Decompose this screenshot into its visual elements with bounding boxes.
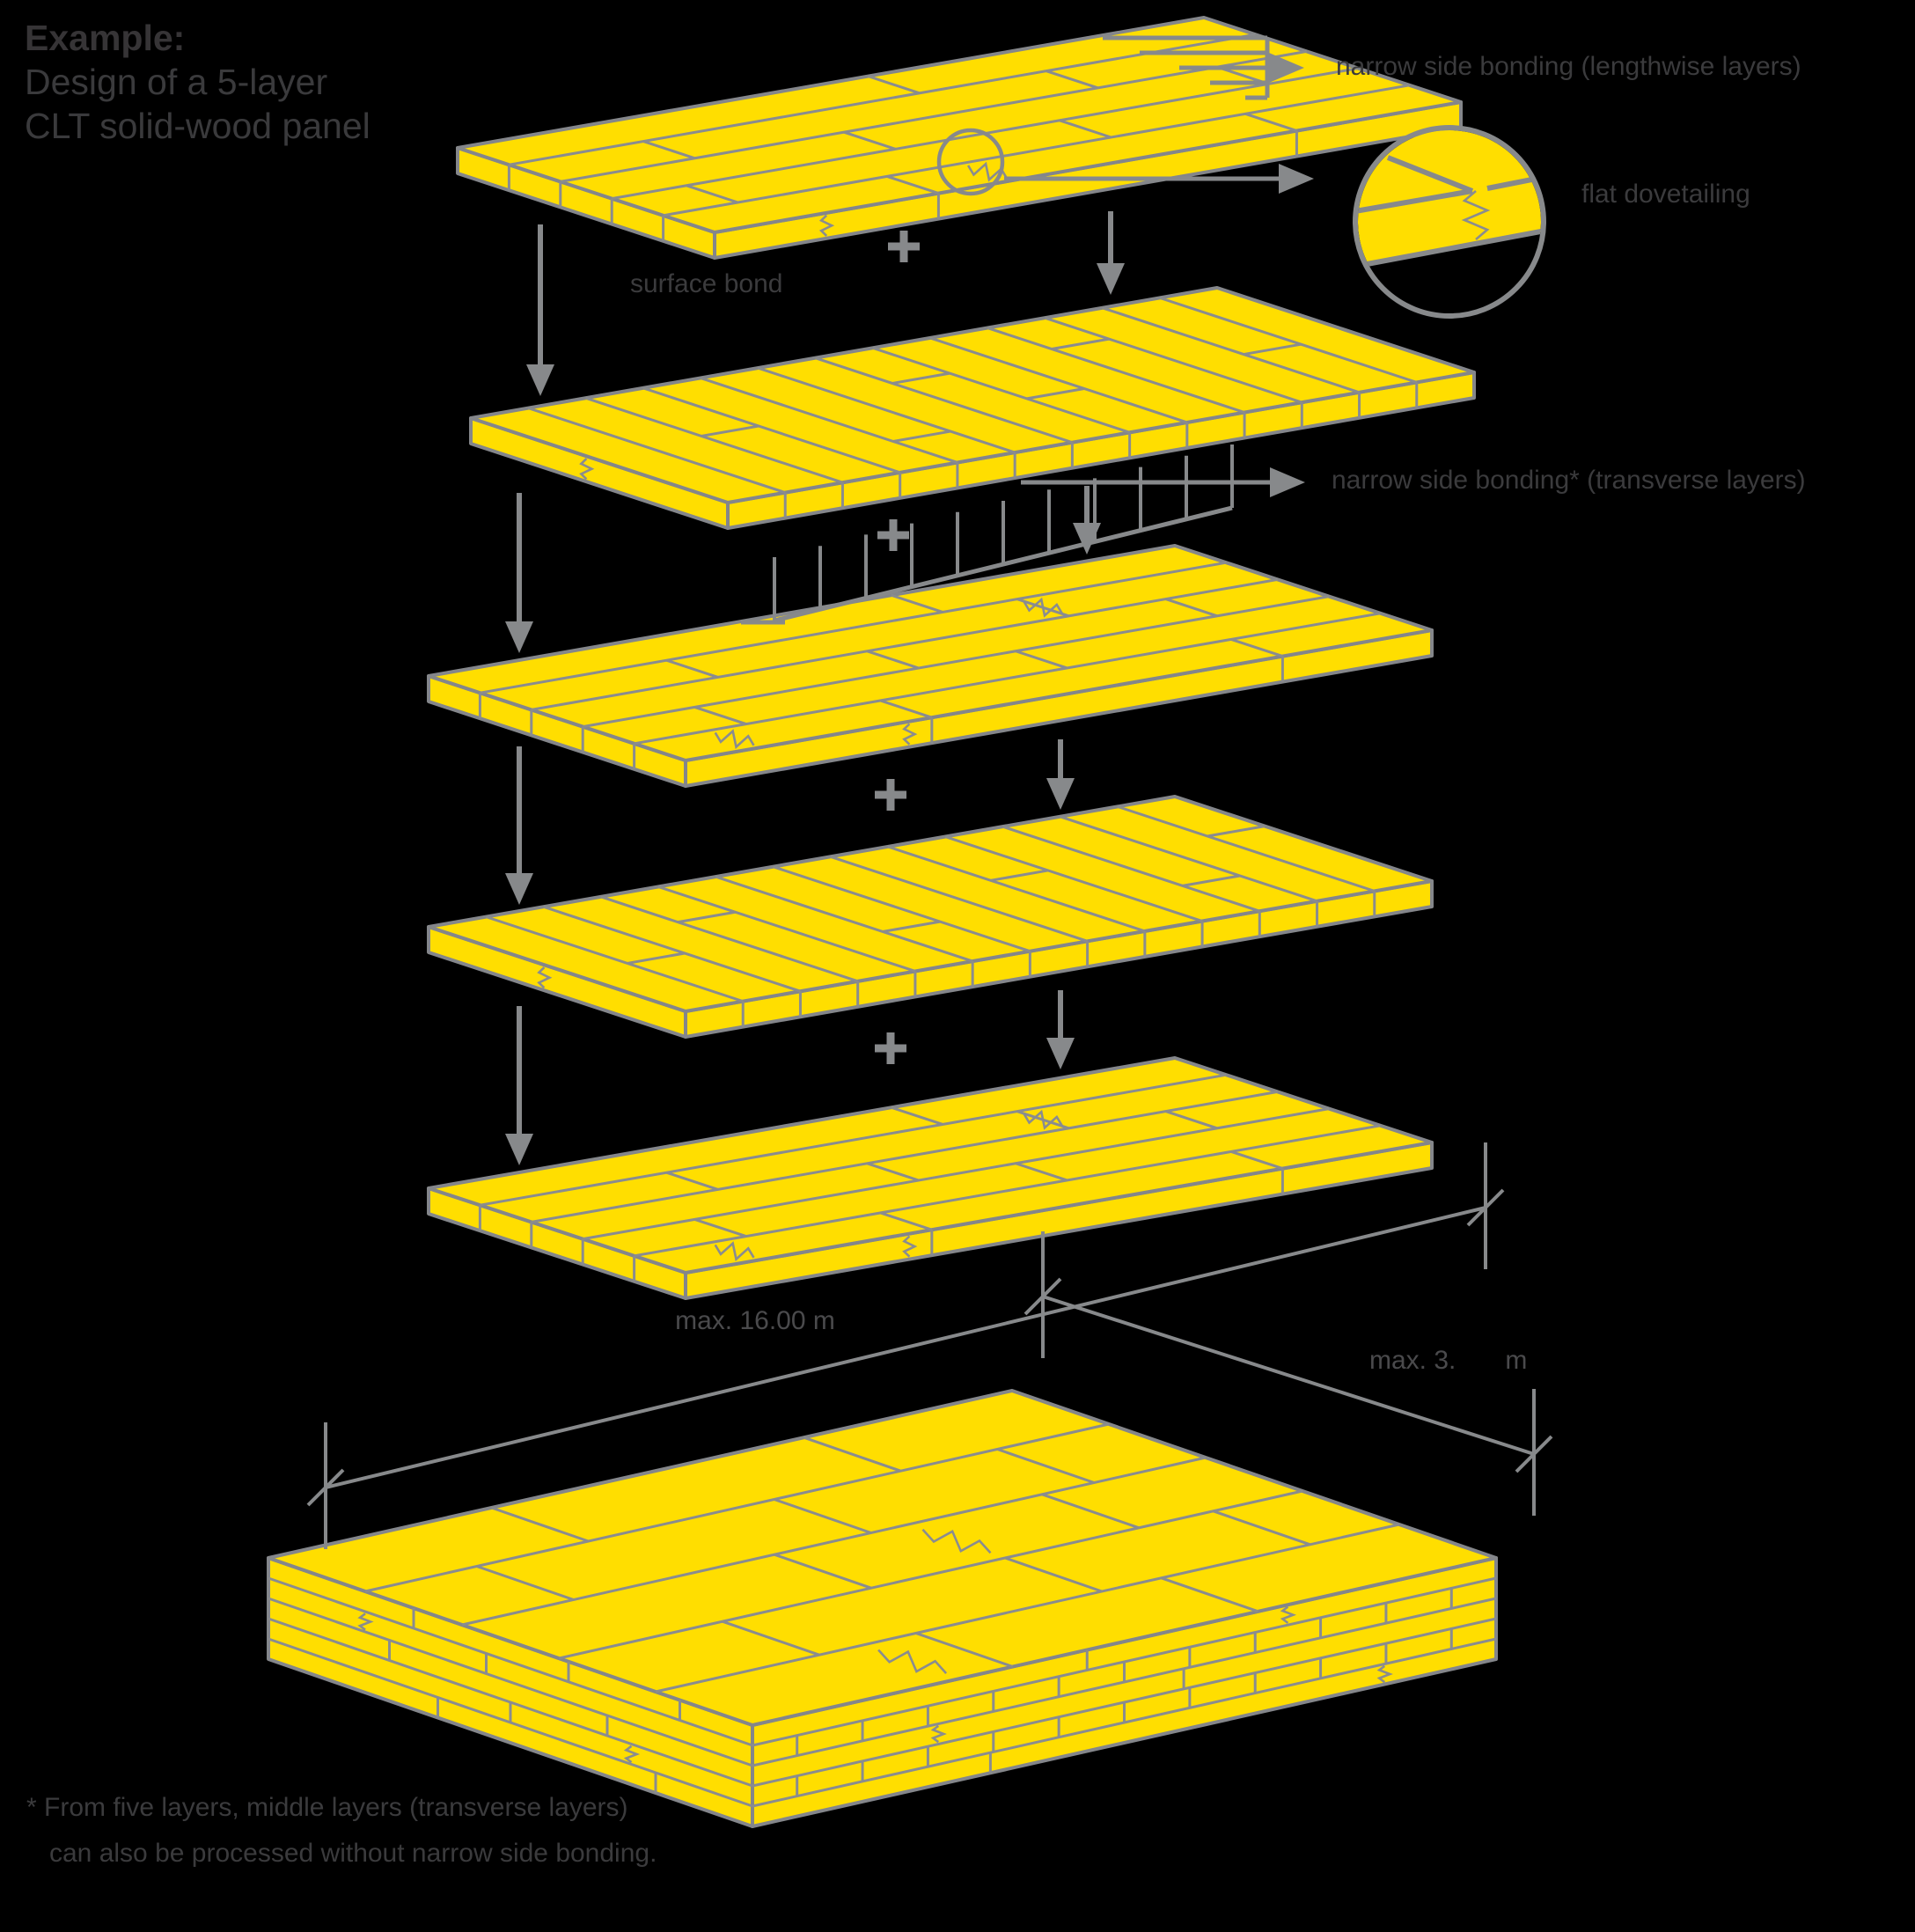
surface-bond-arrow-right-3 — [1046, 739, 1075, 810]
plus-icon-1 — [888, 231, 920, 262]
flat-dovetailing-detail — [1353, 125, 1546, 319]
surface-bond-arrow-left-3 — [505, 746, 533, 905]
label-max-length: max. 16.00 m — [675, 1306, 835, 1335]
label-surface-bond: surface bond — [630, 269, 783, 298]
diagram-title: Example: Design of a 5-layer CLT solid-w… — [25, 16, 371, 148]
panel-clt-layer-4 — [427, 795, 1434, 1039]
dovetail-pointer — [936, 128, 1314, 196]
panel-clt-layer-5 — [427, 1056, 1434, 1300]
plus-icon-4 — [875, 1032, 906, 1064]
label-narrow-side-bonding-transverse: narrow side bonding* (transverse layers) — [1332, 466, 1806, 495]
plus-icon-2 — [877, 519, 909, 551]
panel-clt-layer-1 — [456, 16, 1463, 260]
title-example: Example: — [25, 18, 186, 58]
surface-bond-arrow-left-1 — [526, 224, 554, 396]
dimension-width — [1024, 1231, 1553, 1516]
label-flat-dovetailing: flat dovetailing — [1581, 180, 1750, 209]
surface-bond-arrow-right-1 — [1097, 211, 1125, 295]
dimension-length — [306, 1142, 1505, 1549]
lengthwise-bonding-bracket — [1103, 35, 1304, 100]
panel-clt-layer-3 — [427, 544, 1434, 788]
surface-bond-arrow-left-4 — [505, 1006, 533, 1165]
title-line2: Design of a 5-layer — [25, 62, 328, 102]
surface-bond-arrow-right-4 — [1046, 990, 1075, 1069]
label-max-width-value: max. 3. — [1369, 1346, 1456, 1375]
panel-clt-layer-2 — [469, 286, 1476, 530]
plus-icon-3 — [875, 779, 906, 811]
title-line3: CLT solid-wood panel — [25, 106, 371, 146]
surface-bond-arrow-left-2 — [505, 493, 533, 653]
assembly-arrows — [505, 211, 1125, 1165]
footnote-line-1: * From five layers, middle layers (trans… — [26, 1793, 628, 1822]
transverse-bonding-comb — [741, 444, 1305, 625]
footnote-line-2: can also be processed without narrow sid… — [49, 1839, 657, 1868]
label-max-width-unit: m — [1505, 1346, 1528, 1375]
label-max-width: max. 3. m — [1369, 1345, 1527, 1377]
label-narrow-side-bonding-lengthwise: narrow side bonding (lengthwise layers) — [1336, 52, 1801, 81]
assembled-clt-slab — [267, 1389, 1498, 1828]
